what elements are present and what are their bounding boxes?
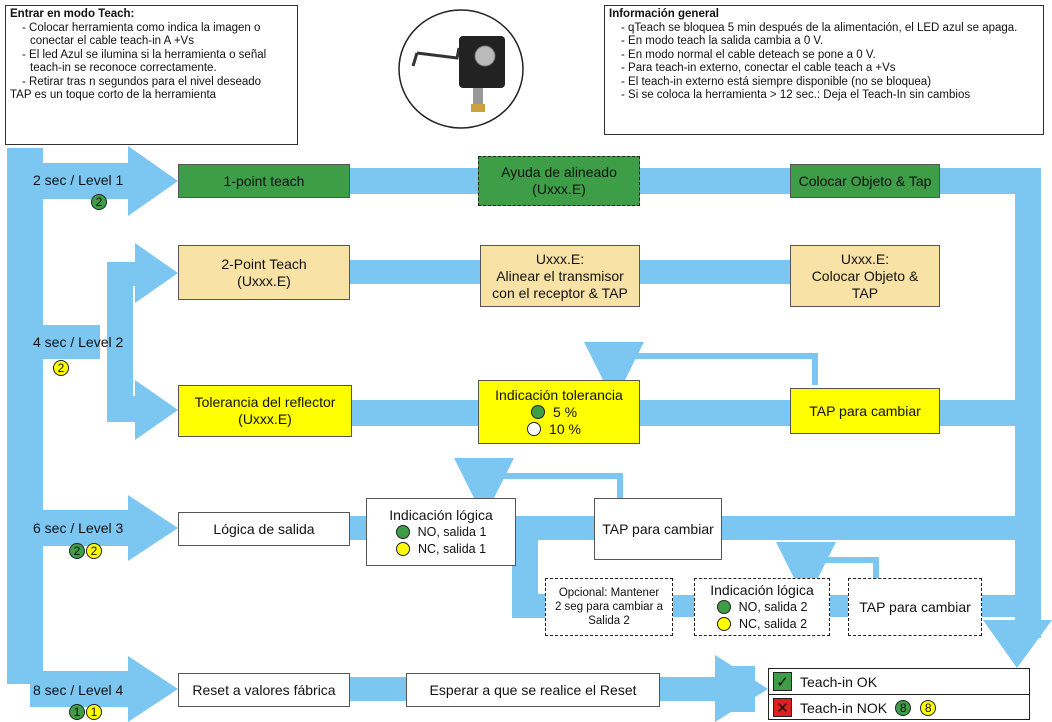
general-info-box: Información general - qTeach se bloquea … xyxy=(604,5,1044,135)
green-dot-icon xyxy=(530,405,545,419)
level-2-label: 4 sec / Level 2 xyxy=(33,334,124,350)
general-info-line: - En modo teach la salida cambia a 0 V. xyxy=(621,35,824,47)
yellow-dot-icon xyxy=(527,422,542,436)
general-info-line: - Si se coloca la herramienta > 12 sec.:… xyxy=(621,89,971,101)
place-object-tap-2-line: Uxxx.E: xyxy=(840,250,890,267)
teach-ok-label: Teach-in OK xyxy=(800,673,878,690)
cross-icon: ✕ xyxy=(773,698,792,717)
enter-teach-mode-box: Entrar en modo Teach: - Colocar herramie… xyxy=(5,5,298,145)
sensor-image xyxy=(398,9,524,129)
alignment-help-box: Ayuda de alineado (Uxxx.E) xyxy=(478,156,640,206)
wait-reset-box: Esperar a que se realice el Reset xyxy=(406,673,660,707)
align-transmitter-line: con el receptor & TAP xyxy=(492,284,628,301)
green-badge: 1 xyxy=(69,704,85,720)
tolerance-indication-box: Indicación tolerancia 5 % 10 % xyxy=(478,380,640,444)
align-transmitter-line: Uxxx.E: xyxy=(535,250,585,267)
tolerance-green-label: 5 % xyxy=(552,403,578,420)
logic-indication-2-title: Indicación lógica xyxy=(710,581,814,598)
optional-hold-box: Opcional: Mantener 2 seg para cambiar a … xyxy=(545,578,673,636)
logic-2-green-label: NO, salida 2 xyxy=(738,599,808,614)
place-object-tap-box: Colocar Objeto & Tap xyxy=(790,164,940,198)
place-object-tap-2-line: Colocar Objeto & xyxy=(811,267,919,284)
logic-indication-1-box: Indicación lógica NO, salida 1 NC, salid… xyxy=(366,498,516,566)
align-transmitter-box: Uxxx.E: Alinear el transmisor con el rec… xyxy=(480,245,640,307)
yellow-badge: 8 xyxy=(920,699,937,716)
reflector-tolerance-box: Tolerancia del reflector (Uxxx.E) xyxy=(178,385,352,437)
general-info-line: - El teach-in externo está siempre dispo… xyxy=(621,75,932,88)
output-logic-label: Lógica de salida xyxy=(213,520,315,537)
yellow-dot-icon xyxy=(395,542,410,556)
general-info-line: - En modo normal el cable deteach se pon… xyxy=(621,48,876,61)
tap-change-2-box: TAP para cambiar xyxy=(594,498,722,560)
teach-nok-row: ✕ Teach-in NOK 8 8 xyxy=(769,695,1029,720)
yellow-badge: 2 xyxy=(86,543,102,559)
enter-teach-mode-title: Entrar en modo Teach: xyxy=(10,8,135,20)
alignment-help-line: Ayuda de alineado xyxy=(501,164,617,180)
level-1-label: 2 sec / Level 1 xyxy=(33,172,124,188)
green-badge: 2 xyxy=(91,194,107,210)
logic-indication-1-title: Indicación lógica xyxy=(389,506,493,523)
yellow-dot-icon xyxy=(716,617,731,631)
one-point-teach-label: 1-point teach xyxy=(223,172,305,189)
general-info-line: - qTeach se bloquea 5 min después de la … xyxy=(621,21,1018,34)
two-point-teach-line: 2-Point Teach xyxy=(221,255,307,272)
optional-hold-line: Opcional: Mantener xyxy=(558,587,660,599)
level-3-label: 6 sec / Level 3 xyxy=(33,520,124,536)
tap-change-3-box: TAP para cambiar xyxy=(848,578,982,636)
yellow-badge: 2 xyxy=(53,360,69,376)
two-point-teach-line: (Uxxx.E) xyxy=(237,272,291,289)
factory-reset-box: Reset a valores fábrica xyxy=(178,673,350,707)
general-info-line: - Para teach-in externo, conectar el cab… xyxy=(621,62,896,74)
level-2-badges: 2 xyxy=(53,359,70,376)
two-point-teach-box: 2-Point Teach (Uxxx.E) xyxy=(178,245,350,300)
green-badge: 8 xyxy=(895,699,912,716)
level-1-badges: 2 xyxy=(91,193,108,210)
logic-1-green-label: NO, salida 1 xyxy=(417,524,487,539)
wait-reset-label: Esperar a que se realice el Reset xyxy=(429,681,637,698)
one-point-teach-box: 1-point teach xyxy=(178,164,350,198)
general-info-title: Información general xyxy=(609,8,719,20)
enter-teach-line: - El led Azul se ilumina si la herramien… xyxy=(22,48,267,75)
check-icon: ✓ xyxy=(773,672,792,691)
logic-indication-2-box: Indicación lógica NO, salida 2 NC, salid… xyxy=(694,578,830,636)
optional-hold-line: 2 seg para cambiar a xyxy=(554,601,664,613)
factory-reset-label: Reset a valores fábrica xyxy=(192,681,336,698)
place-object-tap-2-line: TAP xyxy=(851,284,879,301)
logic-1-yellow-label: NC, salida 1 xyxy=(417,541,487,556)
green-dot-icon xyxy=(395,525,410,539)
teach-ok-row: ✓ Teach-in OK xyxy=(769,669,1029,695)
green-badge: 2 xyxy=(69,543,85,559)
place-object-tap-label: Colocar Objeto & Tap xyxy=(798,172,932,189)
enter-teach-line: - Retirar tras n segundos para el nivel … xyxy=(22,75,262,88)
tap-note: TAP es un toque corto de la herramienta xyxy=(10,89,217,101)
level-4-label: 8 sec / Level 4 xyxy=(33,682,124,698)
tolerance-yellow-label: 10 % xyxy=(549,420,581,437)
reflector-tolerance-line: (Uxxx.E) xyxy=(238,411,292,427)
tolerance-indication-title: Indicación tolerancia xyxy=(495,386,623,403)
reflector-tolerance-line: Tolerancia del reflector xyxy=(194,394,336,410)
align-transmitter-line: Alinear el transmisor xyxy=(496,267,624,284)
output-logic-box: Lógica de salida xyxy=(178,512,350,546)
tap-change-1-box: TAP para cambiar xyxy=(790,388,940,434)
optional-hold-line: Salida 2 xyxy=(588,615,630,627)
tap-change-1-label: TAP para cambiar xyxy=(809,402,921,419)
yellow-badge: 1 xyxy=(86,704,102,720)
teach-result-legend: ✓ Teach-in OK ✕ Teach-in NOK 8 8 xyxy=(768,668,1030,720)
tap-change-3-label: TAP para cambiar xyxy=(859,598,971,615)
teach-nok-label: Teach-in NOK xyxy=(800,699,888,716)
enter-teach-line: - Colocar herramienta como indica la ima… xyxy=(22,21,261,48)
tap-change-2-label: TAP para cambiar xyxy=(602,520,714,537)
green-dot-icon xyxy=(716,600,731,614)
logic-2-yellow-label: NC, salida 2 xyxy=(738,616,808,631)
alignment-help-line: (Uxxx.E) xyxy=(532,181,586,197)
place-object-tap-2-box: Uxxx.E: Colocar Objeto & TAP xyxy=(790,245,940,307)
